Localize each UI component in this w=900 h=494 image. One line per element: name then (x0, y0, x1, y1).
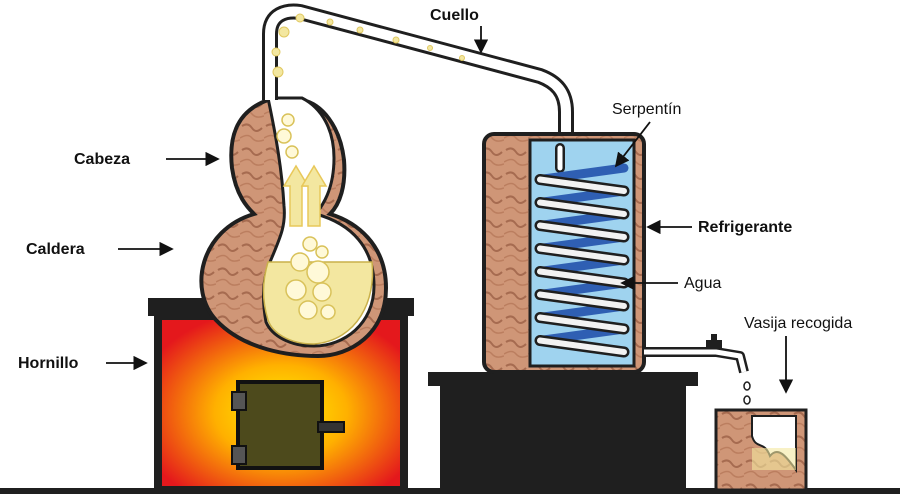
arrow-serpentin (614, 121, 651, 168)
label-agua: Agua (684, 275, 721, 292)
coil-front-segment (537, 245, 627, 263)
coil-front-segment (537, 314, 627, 332)
collecting-vessel (714, 408, 808, 492)
label-refrigerante: Refrigerante (698, 219, 792, 236)
coil-front-segment (537, 176, 627, 194)
label-serpentin: Serpentín (612, 101, 681, 118)
boiler (199, 96, 389, 359)
neck-pipe (262, 3, 574, 142)
condenser (482, 132, 751, 405)
bubbles (276, 113, 336, 320)
label-vasija: Vasija recogida (744, 315, 852, 332)
label-cabeza: Cabeza (74, 151, 130, 168)
coil-front-segment (537, 222, 627, 240)
coil-front-segment (537, 291, 627, 309)
furnace-door (231, 380, 345, 470)
label-hornillo: Hornillo (18, 355, 79, 372)
vapor-arrows (282, 164, 328, 227)
ground-line (0, 488, 900, 494)
label-caldera: Caldera (26, 241, 85, 258)
label-cuello: Cuello (430, 7, 479, 24)
condenser-stand (428, 372, 698, 490)
coil (534, 143, 630, 358)
coil-front-segment (537, 199, 627, 217)
coil-front-segment (537, 337, 627, 355)
coil-front-segment (537, 268, 627, 286)
